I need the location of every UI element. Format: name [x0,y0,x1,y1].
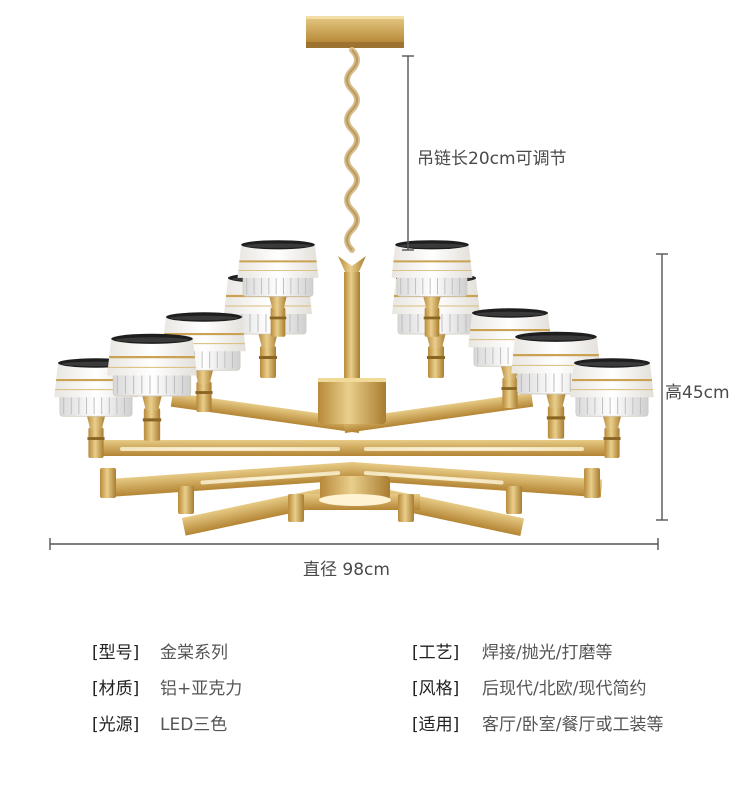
chandelier-product-image [49,16,668,550]
spec-row: [材质] 铝+亚克力 [风格] 后现代/北欧/现代简约 [92,674,712,704]
height-label: 高45cm [664,378,731,403]
spec-key-material: [材质] [92,679,140,699]
spec-key-craft: [工艺] [412,643,460,663]
spec-value-model: 金棠系列 [160,643,228,663]
chain-length-label: 吊链长20cm可调节 [414,144,570,169]
diameter-label: 直径 98cm [300,555,393,580]
spec-row: [光源] LED三色 [适用] 客厅/卧室/餐厅或工装等 [92,710,712,740]
spec-key-usage: [适用] [412,715,460,735]
spec-value-material: 铝+亚克力 [160,679,243,699]
spec-key-light-source: [光源] [92,715,140,735]
spec-row: [型号] 金棠系列 [工艺] 焊接/抛光/打磨等 [92,638,712,668]
spec-value-craft: 焊接/抛光/打磨等 [482,643,613,663]
spec-value-style: 后现代/北欧/现代简约 [482,679,647,699]
spec-value-usage: 客厅/卧室/餐厅或工装等 [482,715,664,735]
spec-key-model: [型号] [92,643,140,663]
spec-table: [型号] 金棠系列 [工艺] 焊接/抛光/打磨等 [材质] 铝+亚克力 [风格]… [92,634,712,754]
spec-key-style: [风格] [412,679,460,699]
spec-value-light-source: LED三色 [160,715,228,735]
